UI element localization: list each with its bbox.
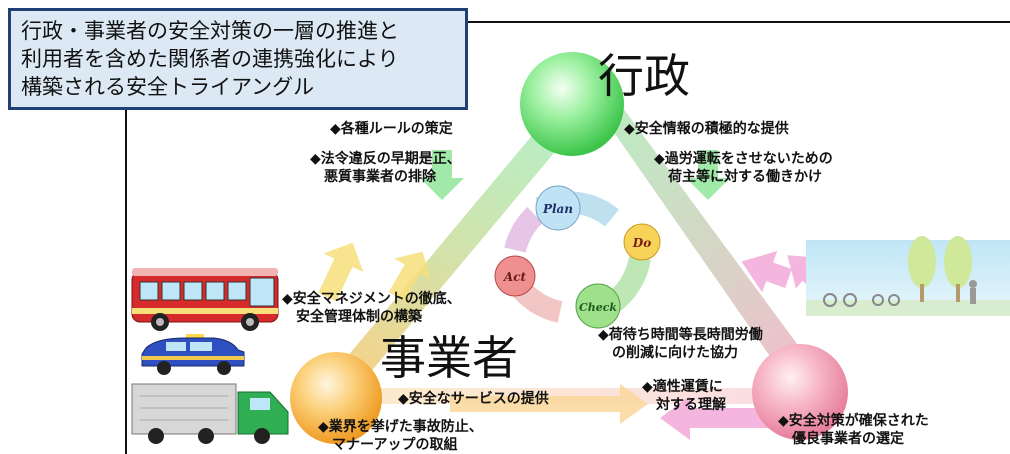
note-gov-overwork-line-2: 荷主等に対する働きかけ <box>668 169 822 185</box>
note-biz-mgmt: ◆安全マネジメントの徹底、 安全管理体制の構築 <box>282 290 461 326</box>
note-biz-accident-line-2: マナーアップの取組 <box>332 437 458 453</box>
gov-right-arrow <box>686 150 730 200</box>
taxi-icon <box>141 334 245 375</box>
triangle-edge-right <box>590 98 820 385</box>
user-sphere <box>752 344 848 440</box>
pdca-act-bubble <box>494 255 536 297</box>
biz-right-arrow <box>450 384 648 424</box>
tree-icon-2 <box>944 236 972 288</box>
title-line-1: 行政・事業者の安全対策の一層の推進と <box>21 19 399 43</box>
bus-icon <box>131 268 279 331</box>
biz-up-arrow-2 <box>388 251 431 302</box>
note-user-fare: ◆適性運賃に 対する理解 <box>642 378 726 414</box>
pdca-plan-bubble <box>535 185 581 231</box>
pdca-check-label: Check <box>579 301 617 314</box>
note-gov-overwork: ◆過労運転をさせないための 荷主等に対する働きかけ <box>654 150 833 186</box>
note-user-select-line-2: 優良事業者の選定 <box>792 431 904 447</box>
pdca-act-label: Act <box>503 270 527 284</box>
note-user-fare-line-1: ◆適性運賃に <box>642 379 723 395</box>
note-gov-law-line-2: 悪質事業者の排除 <box>324 169 436 185</box>
pedestrian-icon <box>970 288 976 304</box>
pdca-plan-label: Plan <box>542 202 573 216</box>
government-sphere <box>520 52 624 156</box>
title-box: 行政・事業者の安全対策の一層の推進と 利用者を含めた関係者の連携強化により 構築… <box>8 8 468 110</box>
note-gov-law-line-1: ◆法令違反の早期是正、 <box>310 151 461 167</box>
pdca-arc-act-plan <box>504 207 543 253</box>
biz-up-arrow-1 <box>318 242 364 302</box>
note-biz-accident: ◆業界を挙げた事故防止、 マナーアップの取組 <box>318 418 483 454</box>
bicycle-icon-2 <box>872 294 884 306</box>
truck-icon <box>131 383 289 444</box>
government-label: 行政 <box>598 49 690 103</box>
pdca-check-bubble <box>575 283 621 329</box>
note-biz-mgmt-line-1: ◆安全マネジメントの徹底、 <box>282 291 461 307</box>
note-biz-mgmt-line-2: 安全管理体制の構築 <box>296 309 422 325</box>
title-line-3: 構築される安全トライアングル <box>21 75 315 99</box>
pdca-do-bubble <box>623 223 661 261</box>
park-scene <box>806 236 1010 316</box>
user-up-arrow-1 <box>741 251 792 293</box>
note-gov-overwork-line-1: ◆過労運転をさせないための <box>654 151 833 167</box>
business-label: 事業者 <box>380 331 518 385</box>
note-biz-accident-line-1: ◆業界を挙げた事故防止、 <box>318 419 483 435</box>
note-gov-rules: ◆各種ルールの策定 <box>330 121 453 137</box>
bicycle-icon <box>823 293 837 307</box>
note-user-wait-line-2: の削減に向けた協力 <box>612 345 738 361</box>
user-left-arrow <box>660 396 780 440</box>
note-user-wait-line-1: ◆荷待ち時間等長時間労働 <box>598 327 763 343</box>
business-sphere <box>290 352 382 444</box>
note-user-fare-line-2: 対する理解 <box>656 397 726 413</box>
title-line-2: 利用者を含めた関係者の連携強化により <box>21 47 399 71</box>
tree-icon <box>908 236 936 288</box>
pdca-cycle: Plan Do Check Act <box>494 185 661 329</box>
pdca-do-label: Do <box>632 236 651 250</box>
note-user-select-line-1: ◆安全対策が確保された <box>778 413 929 429</box>
note-user-select: ◆安全対策が確保された 優良事業者の選定 <box>778 412 929 448</box>
note-user-wait: ◆荷待ち時間等長時間労働 の削減に向けた協力 <box>598 326 763 362</box>
note-gov-law: ◆法令違反の早期是正、 悪質事業者の排除 <box>310 150 461 186</box>
gov-left-arrow <box>420 150 464 200</box>
triangle-edge-left <box>336 98 600 380</box>
note-gov-info: ◆安全情報の積極的な提供 <box>624 121 789 137</box>
note-biz-service: ◆安全なサービスの提供 <box>398 391 549 407</box>
